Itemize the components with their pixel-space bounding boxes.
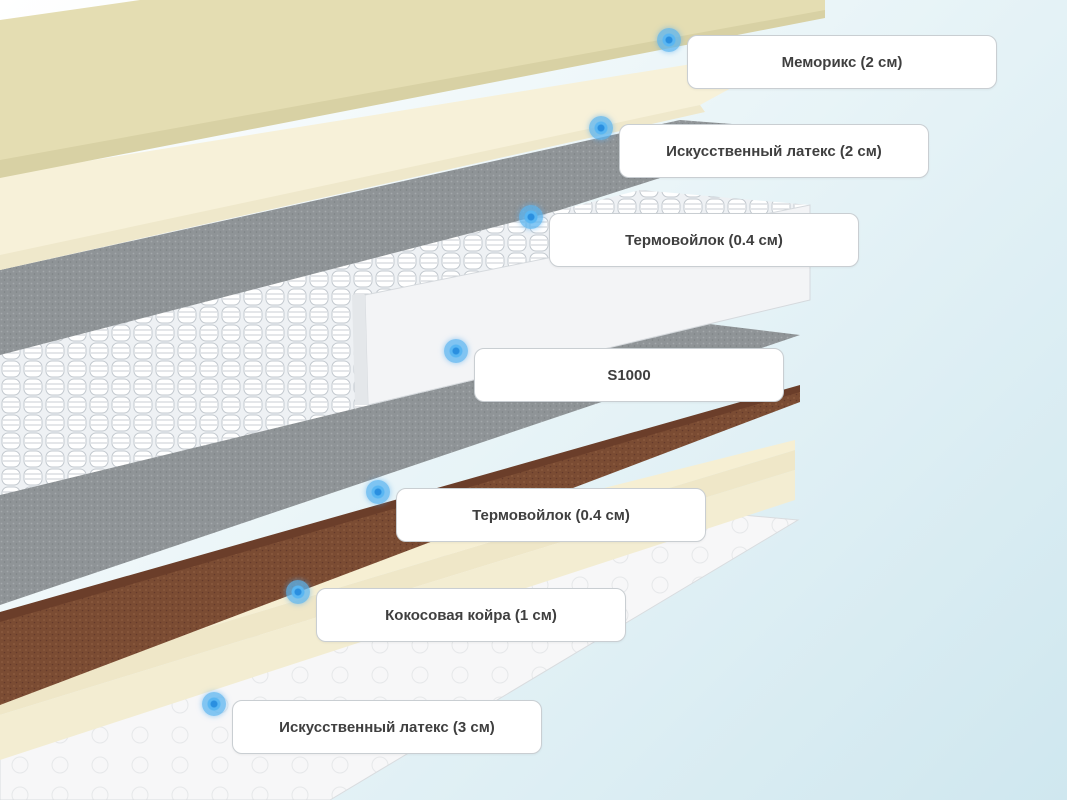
- marker-icon[interactable]: [589, 116, 613, 140]
- layer-label-latex-top: Искусственный латекс (2 см): [619, 124, 929, 178]
- marker-icon[interactable]: [444, 339, 468, 363]
- marker-icon[interactable]: [366, 480, 390, 504]
- layer-label-coconut: Кокосовая койра (1 см): [316, 588, 626, 642]
- marker-icon[interactable]: [657, 28, 681, 52]
- marker-icon[interactable]: [519, 205, 543, 229]
- layer-label-springs: S1000: [474, 348, 784, 402]
- layer-label-latex-bottom: Искусственный латекс (3 см): [232, 700, 542, 754]
- marker-icon[interactable]: [202, 692, 226, 716]
- layer-label-thermofelt-lower: Термовойлок (0.4 см): [396, 488, 706, 542]
- layer-label-thermofelt-upper: Термовойлок (0.4 см): [549, 213, 859, 267]
- layer-label-memorix: Меморикс (2 см): [687, 35, 997, 89]
- marker-icon[interactable]: [286, 580, 310, 604]
